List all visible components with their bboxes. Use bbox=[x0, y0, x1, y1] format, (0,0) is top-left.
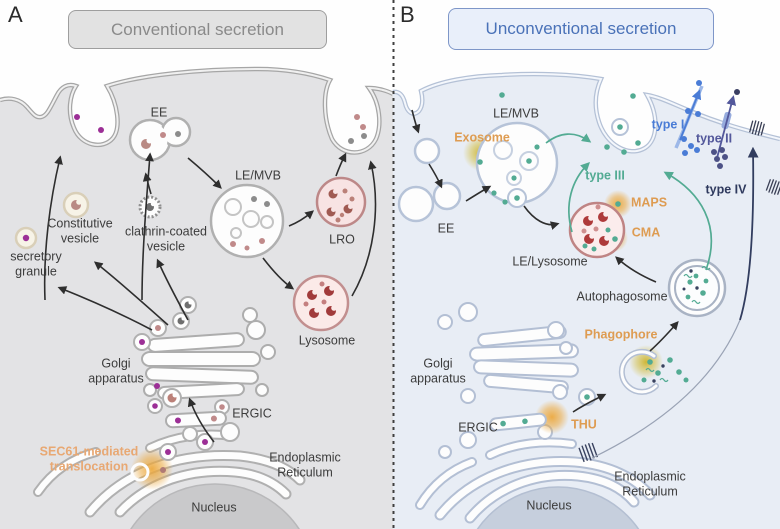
teal-arrows bbox=[545, 133, 713, 271]
panel-b-letter: B bbox=[400, 2, 415, 27]
arrows-a bbox=[43, 152, 377, 443]
nucleus-b bbox=[476, 486, 640, 529]
early-endosome-a bbox=[128, 116, 192, 162]
type-ii-transporter bbox=[711, 89, 740, 169]
nucleus-a bbox=[130, 483, 300, 529]
golgi-apparatus-a bbox=[141, 307, 276, 400]
constitutive-vesicle bbox=[62, 191, 90, 219]
ergic-b bbox=[489, 412, 547, 432]
secretory-granule bbox=[14, 226, 38, 250]
panel-a-letter: A bbox=[8, 2, 23, 27]
lro bbox=[315, 176, 367, 228]
early-endosome-b bbox=[397, 181, 462, 223]
membrane-protein-aggregate bbox=[749, 120, 765, 136]
panel-a-graphics bbox=[0, 0, 395, 529]
endoplasmic-reticulum-a bbox=[33, 422, 306, 518]
autophagosome bbox=[667, 258, 727, 318]
le-lysosome-b bbox=[568, 201, 626, 259]
late-endosome-mvb-a bbox=[209, 183, 285, 259]
title-conventional-secretion: Conventional secretion bbox=[68, 10, 327, 49]
type-i-channel bbox=[674, 80, 704, 156]
type-iv-arrow bbox=[591, 146, 759, 459]
lysosome-a bbox=[292, 274, 350, 332]
late-endosome-mvb-b bbox=[475, 121, 559, 208]
panel-b-graphics bbox=[392, 0, 780, 529]
clathrin-coated-vesicle bbox=[138, 195, 162, 219]
title-unconventional-secretion: Unconventional secretion bbox=[448, 8, 714, 50]
golgi-apparatus-b bbox=[437, 302, 579, 404]
endoplasmic-reticulum-b bbox=[415, 424, 656, 524]
arrows-b bbox=[411, 109, 679, 413]
phagophore bbox=[618, 345, 689, 395]
endocytic-vesicle-b bbox=[413, 137, 441, 165]
ergic-a bbox=[165, 410, 227, 429]
misfolded-protein-aggregate-er bbox=[578, 442, 598, 463]
